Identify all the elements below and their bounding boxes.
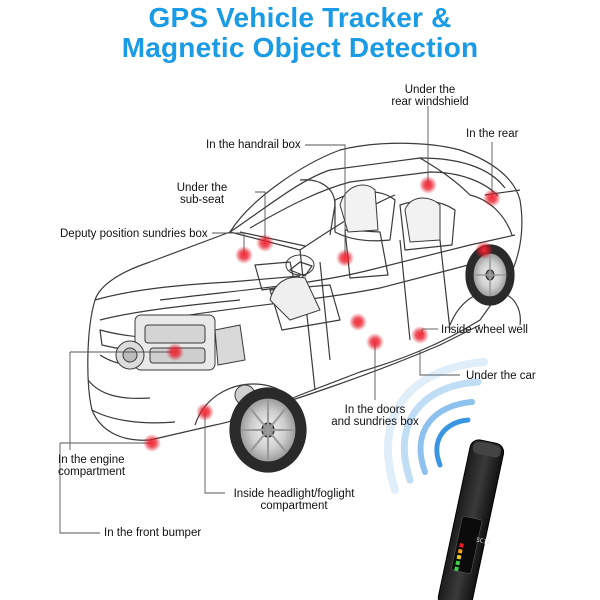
marker-headlight [196, 403, 214, 421]
marker-rear-windshield [419, 176, 437, 194]
label-handrail: In the handrail box [206, 139, 301, 151]
label-doors-line2: and sundries box [331, 416, 419, 428]
label-rear-windshield-line2: rear windshield [391, 96, 469, 108]
marker-rear [483, 189, 501, 207]
label-engine: In the engine compartment [58, 454, 125, 478]
marker-front-bumper [143, 434, 161, 452]
marker-under-car [411, 326, 429, 344]
marker-handrail [336, 249, 354, 267]
label-engine-line2: compartment [58, 466, 126, 478]
front-wheel [229, 387, 307, 473]
label-wheel-well: Inside wheel well [441, 324, 528, 336]
label-rear-windshield: Under the rear windshield [386, 84, 474, 108]
marker-engine [166, 343, 184, 361]
label-headlight-line1: Inside headlight/foglight [233, 488, 355, 500]
label-under-car: Under the car [466, 370, 536, 382]
rear-wheel [465, 244, 515, 306]
marker-sub-seat [256, 234, 274, 252]
location-markers [143, 176, 501, 452]
detector-pen [437, 439, 505, 600]
engine [115, 314, 256, 406]
label-sub-seat: Under the sub-seat [170, 182, 234, 206]
label-headlight-line2: compartment [260, 500, 328, 512]
label-doors-line1: In the doors [344, 404, 406, 416]
label-sub-seat-line1: Under the [176, 182, 228, 194]
title-line-2: Magnetic Object Detection [121, 32, 479, 63]
label-front-bumper: In the front bumper [104, 527, 202, 539]
marker-deputy [235, 246, 253, 264]
label-doors: In the doors and sundries box [328, 404, 422, 428]
label-engine-line1: In the engine [58, 454, 125, 466]
label-headlight: Inside headlight/foglight compartment [226, 488, 362, 512]
marker-interior [349, 313, 367, 331]
marker-rear-wheel-well [475, 241, 493, 259]
signal-waves [384, 358, 488, 494]
title-line-1: GPS Vehicle Tracker & [148, 2, 452, 33]
label-rear-windshield-line1: Under the [404, 84, 456, 96]
label-deputy: Deputy position sundries box [60, 228, 208, 240]
marker-doors [366, 333, 384, 351]
leader-lines [59, 106, 493, 534]
label-sub-seat-line2: sub-seat [179, 194, 225, 206]
interior [269, 184, 441, 321]
label-rear: In the rear [466, 128, 519, 140]
